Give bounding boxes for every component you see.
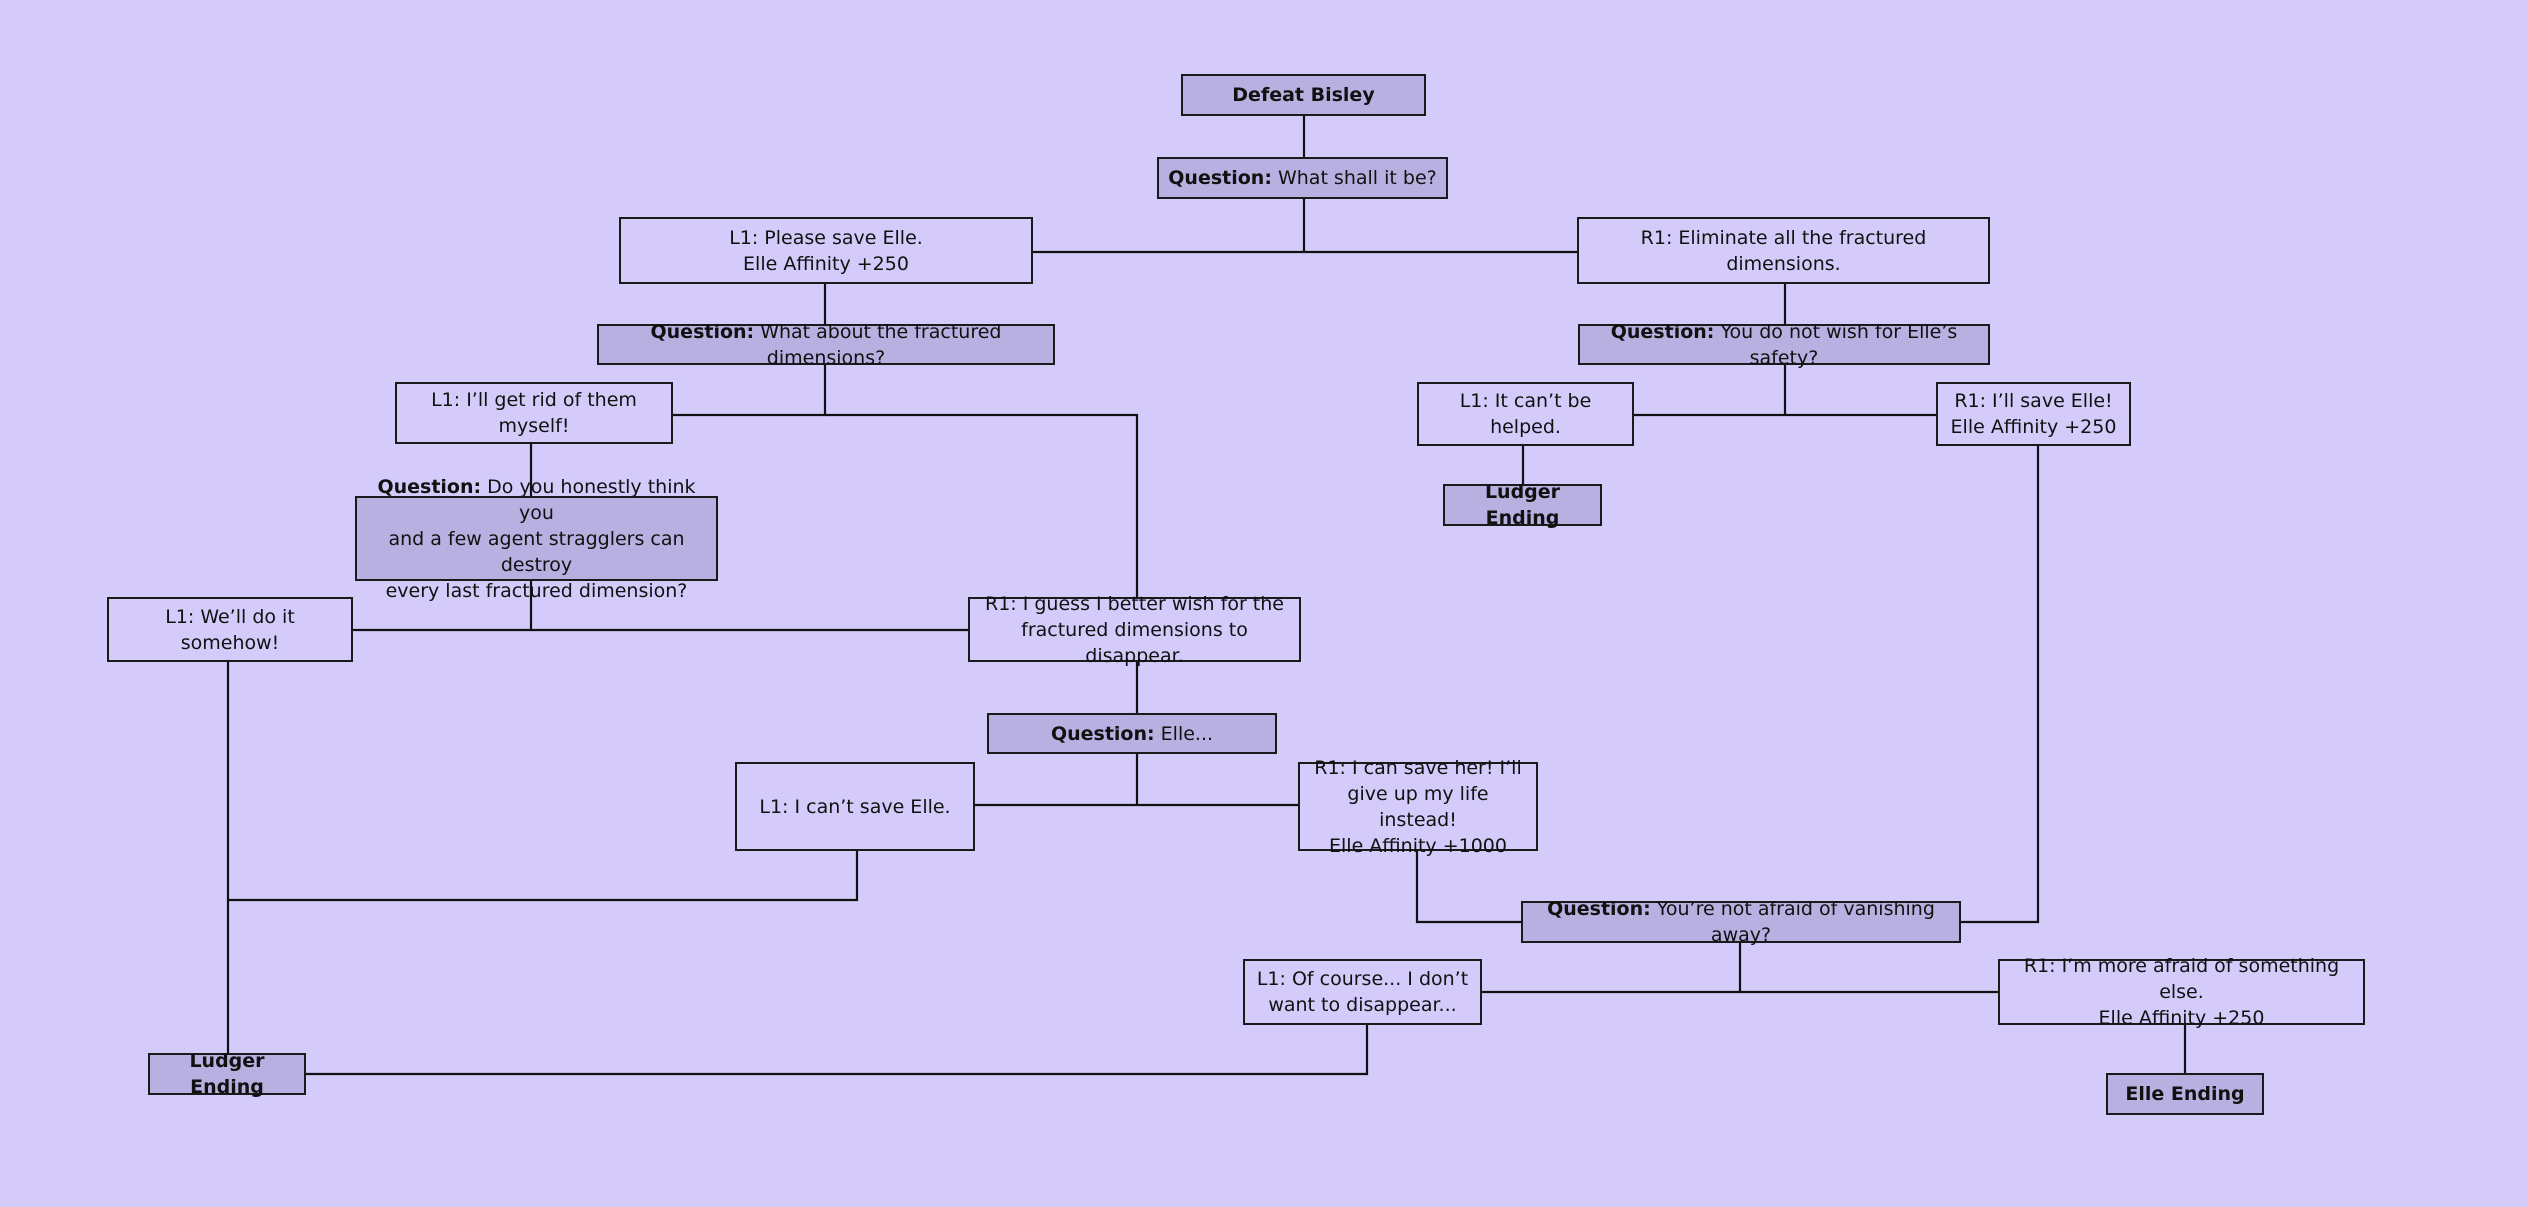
node-text: L1: I’ll get rid of them myself! bbox=[431, 389, 637, 437]
question-prefix: Question: bbox=[650, 320, 755, 343]
node-text: want to disappear... bbox=[1268, 994, 1457, 1016]
node-text-line: L1: I’ll get rid of them myself! bbox=[405, 387, 663, 439]
node-text-line: Ludger Ending bbox=[158, 1048, 296, 1100]
question-prefix: Question: bbox=[1168, 167, 1272, 189]
node-elle-ending: Elle Ending bbox=[2106, 1073, 2264, 1115]
connector bbox=[1415, 851, 1521, 924]
node-text-line: fractured dimensions to disappear. bbox=[978, 617, 1291, 669]
node-text-line: Elle Affinity +1000 bbox=[1329, 833, 1507, 859]
node-l1-do-it-somehow: L1: We’ll do it somehow! bbox=[107, 597, 353, 662]
node-text: R1: I guess I better wish for the bbox=[985, 592, 1284, 615]
connector bbox=[306, 1025, 1369, 1076]
node-text: Defeat Bisley bbox=[1232, 84, 1375, 106]
node-question-what-shall-it-be: Question: What shall it be? bbox=[1157, 157, 1448, 199]
node-l1-cant-be-helped: L1: It can’t be helped. bbox=[1417, 382, 1634, 446]
node-text: Elle... bbox=[1160, 722, 1214, 745]
node-text-line: want to disappear... bbox=[1268, 992, 1456, 1018]
node-text: Do you honestly think you bbox=[487, 475, 696, 524]
node-text: L1: I can’t save Elle. bbox=[759, 795, 951, 818]
question-prefix: Question: bbox=[1050, 722, 1155, 745]
node-text: You’re not afraid of vanishing away? bbox=[1656, 898, 1935, 946]
node-ludger-ending-1: Ludger Ending bbox=[1443, 481, 1602, 529]
connector bbox=[823, 365, 1139, 597]
node-text-line: Question: Elle... bbox=[1051, 721, 1213, 747]
node-text: every last fractured dimension? bbox=[385, 579, 688, 602]
node-text-line: and a few agent stragglers can destroy bbox=[365, 526, 708, 578]
node-text-line: R1: I can save her! I’ll bbox=[1314, 755, 1521, 781]
node-r1-more-afraid: R1: I’m more afraid of something else. El… bbox=[1998, 955, 2365, 1029]
node-l1-get-rid-myself: L1: I’ll get rid of them myself! bbox=[395, 382, 673, 444]
node-r1-wish-dimensions-disappear: R1: I guess I better wish for the fractur… bbox=[968, 593, 1301, 667]
node-text: Elle Affinity +250 bbox=[2098, 1007, 2265, 1029]
node-text: Elle Affinity +1000 bbox=[1329, 834, 1507, 857]
node-text: fractured dimensions to disappear. bbox=[1021, 618, 1248, 667]
node-text-line: every last fractured dimension? bbox=[386, 578, 688, 604]
node-text: What shall it be? bbox=[1277, 167, 1437, 189]
node-r1-eliminate-dimensions: R1: Eliminate all the fractured dimensio… bbox=[1577, 217, 1990, 284]
connector bbox=[1961, 446, 2040, 924]
node-text-line: L1: We’ll do it somehow! bbox=[117, 604, 343, 656]
node-r1-ill-save-elle: R1: I’ll save Elle! Elle Affinity +250 bbox=[1936, 382, 2131, 446]
node-text-line: R1: Eliminate all the fractured dimensio… bbox=[1587, 225, 1980, 277]
node-text-line: L1: It can’t be helped. bbox=[1427, 388, 1624, 440]
node-text: L1: Please save Elle. bbox=[729, 226, 923, 249]
node-l1-of-course: L1: Of course... I don’t want to disappea… bbox=[1243, 959, 1482, 1025]
node-question-elle-safety: Question: You do not wish for Elle’s saf… bbox=[1578, 321, 1990, 369]
node-text: R1: I’m more afraid of something else. bbox=[2023, 955, 2340, 1003]
node-text-line: Elle Affinity +250 bbox=[743, 251, 909, 277]
connector bbox=[228, 851, 859, 902]
node-text: Elle Affinity +250 bbox=[743, 252, 909, 275]
node-text-line: R1: I guess I better wish for the bbox=[985, 591, 1284, 617]
node-defeat-bisley: Defeat Bisley bbox=[1181, 74, 1426, 116]
node-question-vanishing: Question: You’re not afraid of vanishing… bbox=[1521, 898, 1961, 946]
node-text-line: Question: You’re not afraid of vanishing… bbox=[1531, 896, 1951, 948]
node-question-elle: Question: Elle... bbox=[987, 713, 1277, 754]
question-prefix: Question: bbox=[377, 475, 482, 498]
node-text-line: L1: Of course... I don’t bbox=[1257, 966, 1468, 992]
node-text: Ludger Ending bbox=[1484, 481, 1561, 529]
node-text: What about the fractured dimensions? bbox=[760, 320, 1002, 369]
node-l1-please-save-elle: L1: Please save Elle. Elle Affinity +250 bbox=[619, 217, 1033, 284]
question-prefix: Question: bbox=[1610, 320, 1715, 343]
node-text-line: Question: What about the fractured dimen… bbox=[607, 319, 1045, 371]
node-text-line: Question: Do you honestly think you bbox=[365, 474, 708, 526]
node-text: L1: We’ll do it somehow! bbox=[165, 605, 295, 654]
node-text-line: R1: I’ll save Elle! bbox=[1954, 388, 2112, 414]
question-prefix: Question: bbox=[1547, 898, 1651, 920]
node-text: R1: I’ll save Elle! bbox=[1954, 390, 2113, 412]
node-text: R1: Eliminate all the fractured dimensio… bbox=[1640, 226, 1927, 275]
node-text: R1: I can save her! I’ll bbox=[1314, 756, 1522, 779]
node-text-line: Defeat Bisley bbox=[1232, 82, 1374, 108]
node-text-line: Elle Affinity +250 bbox=[2099, 1005, 2265, 1031]
node-r1-can-save-her: R1: I can save her! I’ll give up my life … bbox=[1298, 757, 1538, 857]
node-ludger-ending-2: Ludger Ending bbox=[148, 1050, 306, 1098]
node-text: L1: Of course... I don’t bbox=[1256, 968, 1469, 990]
node-text-line: L1: Please save Elle. bbox=[729, 225, 923, 251]
node-text: Elle Ending bbox=[2125, 1083, 2245, 1105]
node-text-line: R1: I’m more afraid of something else. bbox=[2008, 953, 2355, 1005]
node-text-line: Question: What shall it be? bbox=[1168, 165, 1436, 191]
node-text: L1: It can’t be helped. bbox=[1459, 390, 1592, 438]
node-text: and a few agent stragglers can destroy bbox=[388, 527, 685, 576]
node-l1-cant-save-elle: L1: I can’t save Elle. bbox=[735, 762, 975, 851]
node-text-line: Elle Affinity +250 bbox=[1951, 414, 2117, 440]
node-text-line: give up my life instead! bbox=[1308, 781, 1528, 833]
node-text-line: Ludger Ending bbox=[1453, 479, 1592, 531]
node-question-fractured-dimensions: Question: What about the fractured dimen… bbox=[597, 321, 1055, 369]
node-text-line: Question: You do not wish for Elle’s saf… bbox=[1588, 319, 1980, 371]
node-text: give up my life instead! bbox=[1347, 782, 1489, 831]
node-text-line: Elle Ending bbox=[2125, 1081, 2244, 1107]
node-text: You do not wish for Elle’s safety? bbox=[1720, 320, 1958, 369]
node-text: Elle Affinity +250 bbox=[1950, 416, 2117, 438]
node-text-line: L1: I can’t save Elle. bbox=[759, 794, 950, 820]
node-text: Ludger Ending bbox=[189, 1050, 265, 1098]
